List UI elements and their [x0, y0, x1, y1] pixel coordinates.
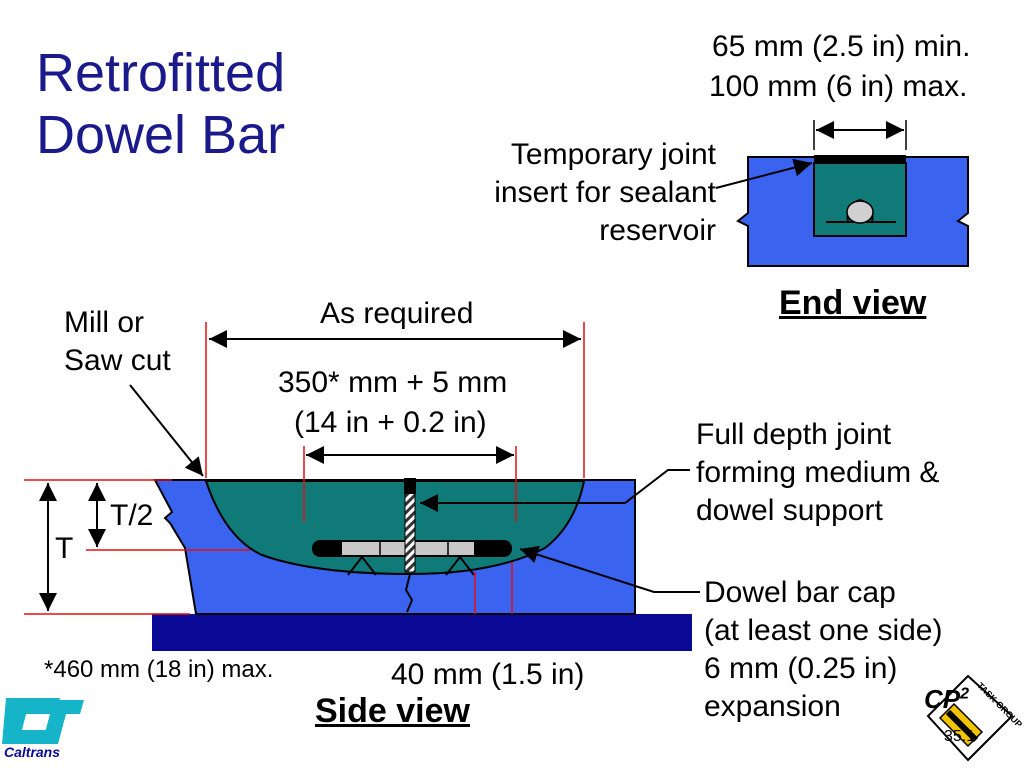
dowel-length-us: (14 in + 0.2 in) [294, 406, 487, 439]
title-line-1: Retrofitted [36, 43, 286, 103]
cp2-wordmark: CP2 [924, 684, 969, 715]
cp2-logo [926, 674, 1014, 762]
joint-medium-label: Full depth joint forming medium & dowel … [696, 416, 939, 530]
insert-label-line-1: Temporary joint [510, 138, 716, 171]
end-view-caption: End view [779, 284, 927, 322]
joint-medium-line-2: forming medium & [696, 456, 940, 489]
dowel-cap-label: Dowel bar cap (at least one side) 6 mm (… [704, 574, 942, 726]
page-number: 35.1 [944, 728, 976, 745]
end-view-width-max: 100 mm (6 in) max. [709, 70, 968, 103]
caltrans-wordmark: Caltrans [4, 744, 61, 760]
saw-cut-label-line-1: Mill or [64, 306, 144, 339]
footnote: *460 mm (18 in) max. [44, 656, 274, 683]
joint-crack [404, 573, 414, 613]
end-view-dowel [846, 200, 874, 224]
saw-cut-leader [129, 384, 204, 477]
end-view-sealant-insert [814, 155, 906, 164]
end-view-width-min: 65 mm (2.5 in) min. [712, 30, 971, 63]
base-layer [152, 614, 692, 651]
half-thickness-label: T/2 [110, 499, 154, 532]
title-line-2: Dowel Bar [36, 105, 286, 165]
cp2-main: CP [924, 684, 961, 714]
dowel-cap-line-3: 6 mm (0.25 in) [704, 652, 898, 685]
insert-label-line-2: insert for sealant [494, 176, 716, 209]
caltrans-logo [2, 698, 84, 744]
side-view-caption: Side view [315, 692, 470, 730]
dowel-cap-line-4: expansion [704, 690, 841, 723]
dowel-cap-line-1: Dowel bar cap [704, 576, 896, 609]
joint-medium-line-1: Full depth joint [696, 418, 892, 451]
cp2-superscript: 2 [960, 685, 970, 703]
cover-dimension: 40 mm (1.5 in) [391, 658, 585, 691]
saw-cut-label: Mill or Saw cut [64, 304, 171, 380]
insert-label: Temporary joint insert for sealant reser… [494, 136, 716, 250]
medium-leader [420, 469, 690, 512]
joint-medium-line-3: dowel support [696, 494, 883, 527]
insert-label-line-3: reservoir [599, 214, 716, 247]
as-required-label: As required [320, 297, 474, 330]
saw-cut-label-line-2: Saw cut [64, 344, 171, 377]
thickness-label: T [55, 532, 74, 565]
dowel-cap-line-2: (at least one side) [704, 614, 943, 647]
cap-leader [519, 545, 700, 593]
red-reference-lines [24, 322, 585, 615]
side-view-drawing [24, 322, 700, 651]
end-view-drawing [715, 120, 969, 267]
slide-title: Retrofitted Dowel Bar [36, 42, 285, 166]
dowel-length-si: 350* mm + 5 mm [278, 366, 508, 399]
insert-leader [715, 158, 813, 189]
